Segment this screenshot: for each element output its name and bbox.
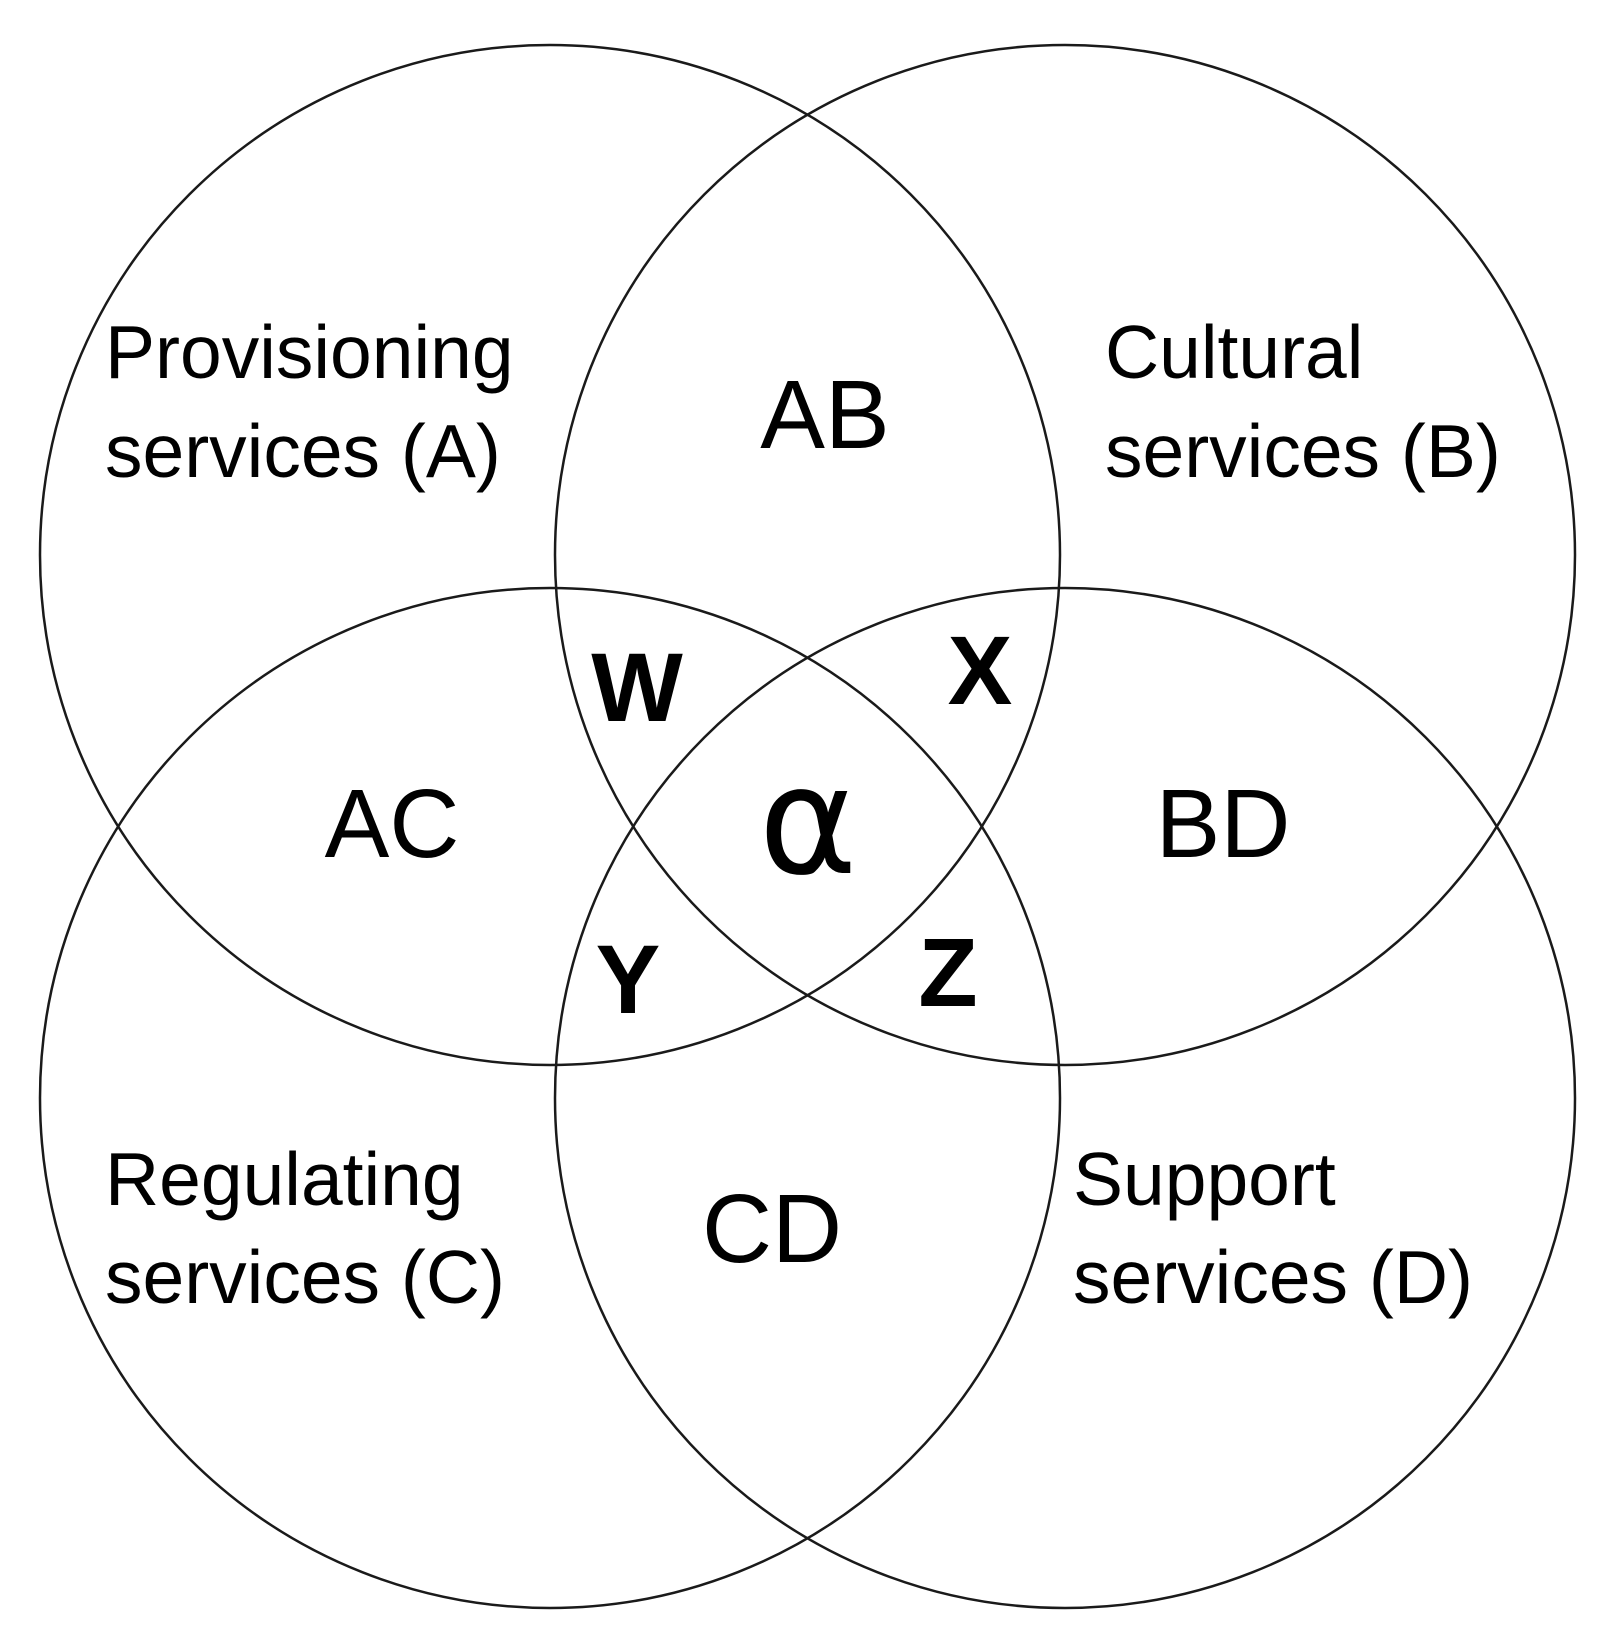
label-support-line2: services (D) <box>1073 1235 1473 1319</box>
label-x: X <box>948 616 1013 725</box>
circle-support <box>553 586 1577 1610</box>
label-w: W <box>591 633 683 742</box>
label-center-alpha: α <box>759 735 858 909</box>
label-cultural-line2: services (B) <box>1105 409 1501 493</box>
label-cultural: Cultural services (B) <box>1105 310 1501 493</box>
label-provisioning-line2: services (A) <box>105 409 501 493</box>
label-provisioning-line1: Provisioning <box>105 310 514 394</box>
label-bd: BD <box>1156 769 1291 878</box>
label-support: Support services (D) <box>1073 1137 1473 1319</box>
circle-regulating <box>38 586 1062 1610</box>
label-ab: AB <box>760 360 889 469</box>
label-y: Y <box>596 925 661 1034</box>
label-regulating-line1: Regulating <box>105 1137 464 1221</box>
label-ac: AC <box>325 769 460 878</box>
label-provisioning: Provisioning services (A) <box>105 310 534 493</box>
label-regulating: Regulating services (C) <box>105 1137 505 1319</box>
circle-cultural <box>553 43 1577 1067</box>
circle-provisioning <box>38 43 1062 1067</box>
label-regulating-line2: services (C) <box>105 1235 505 1319</box>
label-support-line1: Support <box>1073 1137 1336 1221</box>
label-cultural-line1: Cultural <box>1105 310 1363 394</box>
label-z: Z <box>918 918 977 1027</box>
label-cd: CD <box>702 1174 842 1283</box>
